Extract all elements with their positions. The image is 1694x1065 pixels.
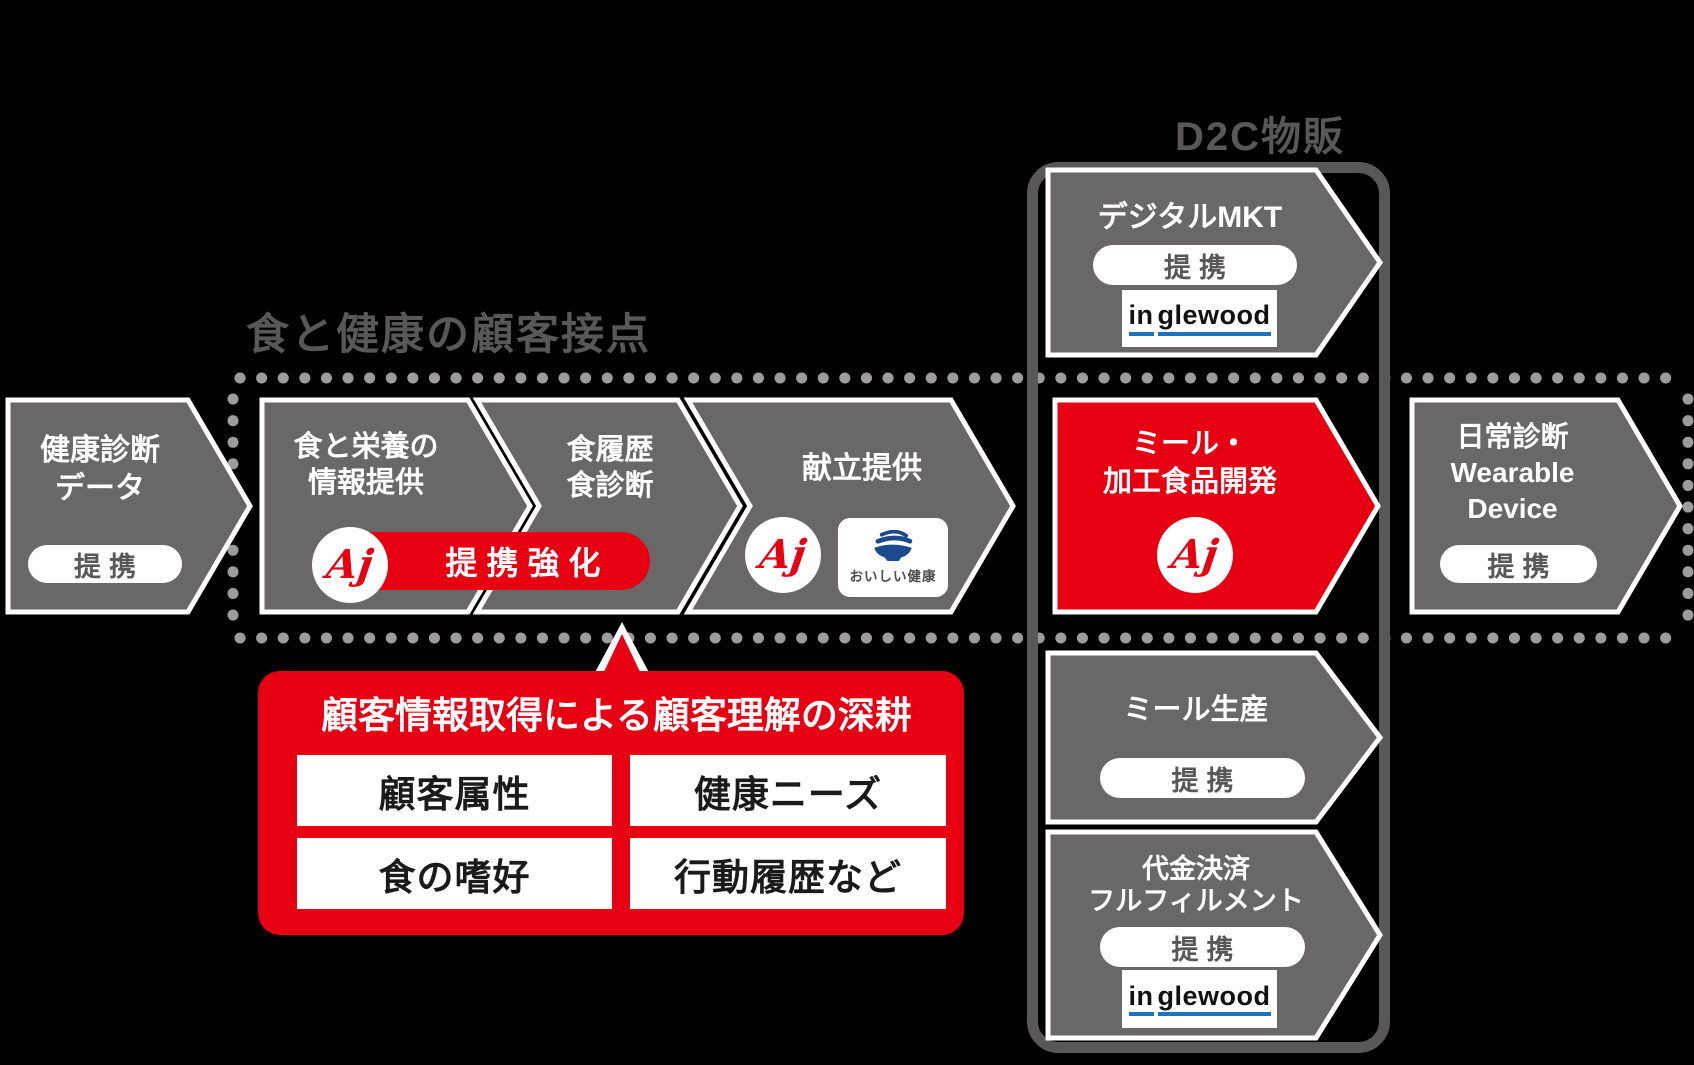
health-check-partner-pill: 提携 [28,545,182,583]
digital-mkt-partner-pill: 提携 [1093,245,1297,285]
digital-mkt-label: デジタルMKT [1097,201,1283,234]
callout-item-food-preferences: 食の嗜好 [297,838,612,909]
callout-grid: 顧客属性 健康ニーズ 食の嗜好 行動履歴など [297,755,946,909]
payment-fulfillment-partner-pill: 提携 [1100,927,1305,967]
daily-diagnosis-partner-pill: 提携 [1440,545,1597,583]
touchpoints-section-title: 食と健康の顧客接点 [246,311,651,359]
inglewood-logo-part: glewood [1157,300,1271,336]
inglewood-logo-part: glewood [1157,981,1271,1017]
inglewood-logo-box: in glewood [1122,290,1277,347]
meal-production-partner-pill: 提携 [1100,758,1305,798]
ajinomoto-logo: Aj [324,541,377,588]
callout-pointer [601,634,643,678]
d2c-section-title: D2C物販 [1174,115,1346,159]
inglewood-logo: in glewood [1128,981,1271,1017]
customer-insight-callout: 顧客情報取得による顧客理解の深耕 顧客属性 健康ニーズ 食の嗜好 行動履歴など [258,671,964,935]
payment-fulfillment-label: 代金決済 フルフィルメント [1088,854,1304,916]
ajinomoto-logo-badge: Aj [745,517,821,593]
oishi-kenko-bowl-icon [874,530,913,562]
meal-development-label: ミール・ 加工食品開発 [1102,428,1277,498]
daily-diagnosis-label: 日常診断 Wearable Device [1450,421,1575,524]
inglewood-logo-part: in [1128,981,1154,1017]
inglewood-logo: in glewood [1128,300,1271,336]
inglewood-logo-part: in [1128,300,1154,336]
callout-item-customer-attributes: 顧客属性 [297,755,612,826]
inglewood-logo-box: in glewood [1122,970,1277,1028]
callout-item-health-needs: 健康ニーズ [630,755,946,826]
oishi-kenko-logo: おいしい健康 [849,569,937,584]
ajinomoto-logo: Aj [757,531,810,578]
callout-title: 顧客情報取得による顧客理解の深耕 [321,695,912,736]
arrow-meal-development [1052,397,1381,615]
health-check-label: 健康診断 データ [40,434,160,505]
callout-item-behavior-history: 行動履歴など [630,838,946,909]
meal-production-label: ミール生産 [1123,694,1269,726]
nutrition-info-label: 食と栄養の 情報提供 [293,431,439,500]
ajinomoto-logo: Aj [1169,531,1222,578]
menu-offer-label: 献立提供 [802,452,922,485]
food-history-label: 食履歴 食診断 [566,434,654,503]
ajinomoto-logo-badge: Aj [1157,517,1233,593]
ajinomoto-logo-badge: Aj [312,527,388,603]
oishi-kenko-logo-box: おいしい健康 [838,518,948,597]
